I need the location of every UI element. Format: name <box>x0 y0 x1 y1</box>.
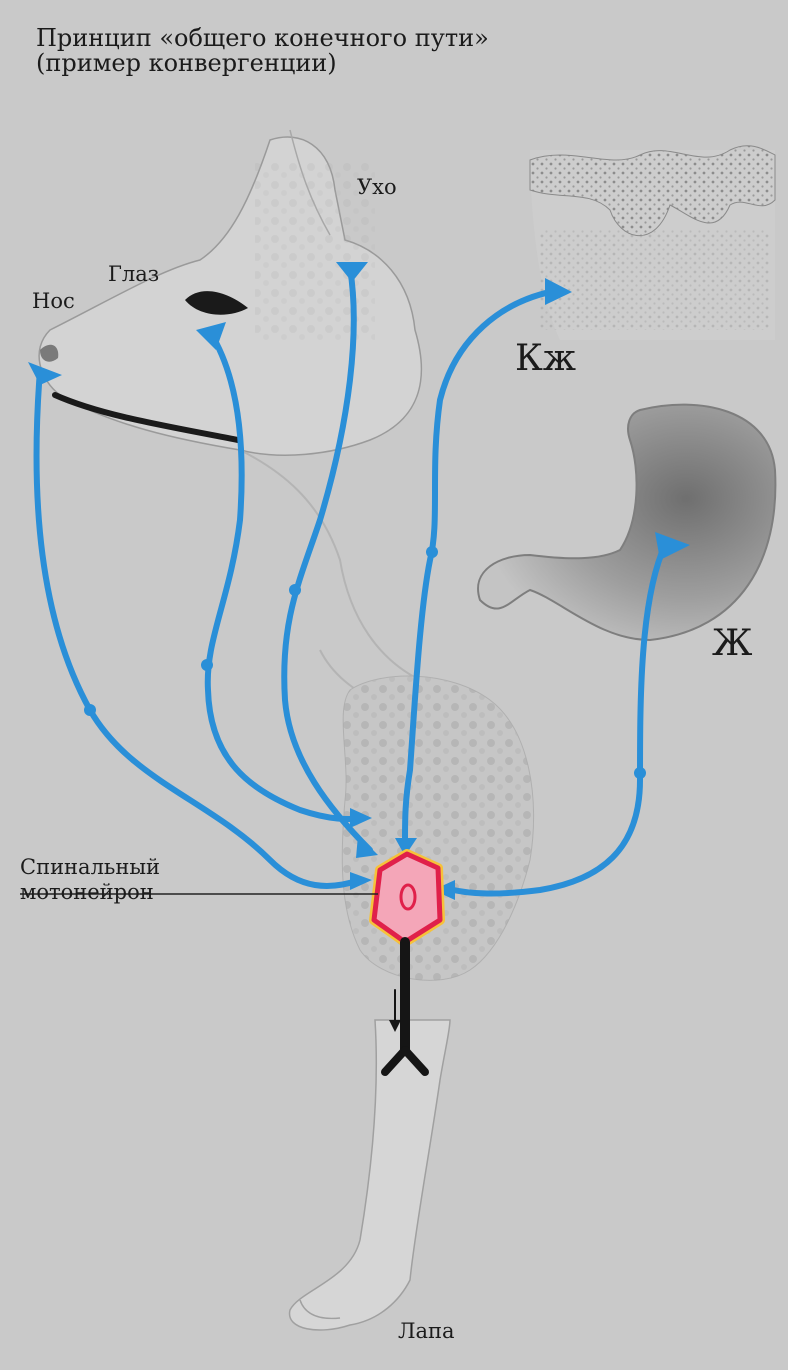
diagram-title: Принцип «общего конечного пути» (пример … <box>36 26 489 76</box>
label-paw: Лапа <box>398 1320 455 1342</box>
title-line-1: Принцип «общего конечного пути» <box>36 26 489 51</box>
label-motoneuron-line-2: мотонейрон <box>20 881 154 903</box>
spinal-cord-segment-illustration <box>342 676 533 980</box>
ear-bead <box>289 584 301 596</box>
skin-bead <box>426 546 438 558</box>
label-ear: Ухо <box>357 176 397 198</box>
eye-bead <box>201 659 213 671</box>
leg-illustration <box>290 1020 450 1330</box>
label-motoneuron-line-1: Спинальный <box>20 856 160 878</box>
title-line-2: (пример конвергенции) <box>36 51 489 76</box>
nose-bead <box>84 704 96 716</box>
spinal-motoneuron <box>374 854 440 942</box>
label-nose: Нос <box>32 290 75 312</box>
stomach-illustration <box>478 405 775 640</box>
label-stomach: Ж <box>712 625 752 663</box>
label-eye: Глаз <box>108 263 159 285</box>
stomach-bead <box>634 767 646 779</box>
skin-section-illustration <box>530 146 775 340</box>
label-skin: Кж <box>515 340 576 378</box>
